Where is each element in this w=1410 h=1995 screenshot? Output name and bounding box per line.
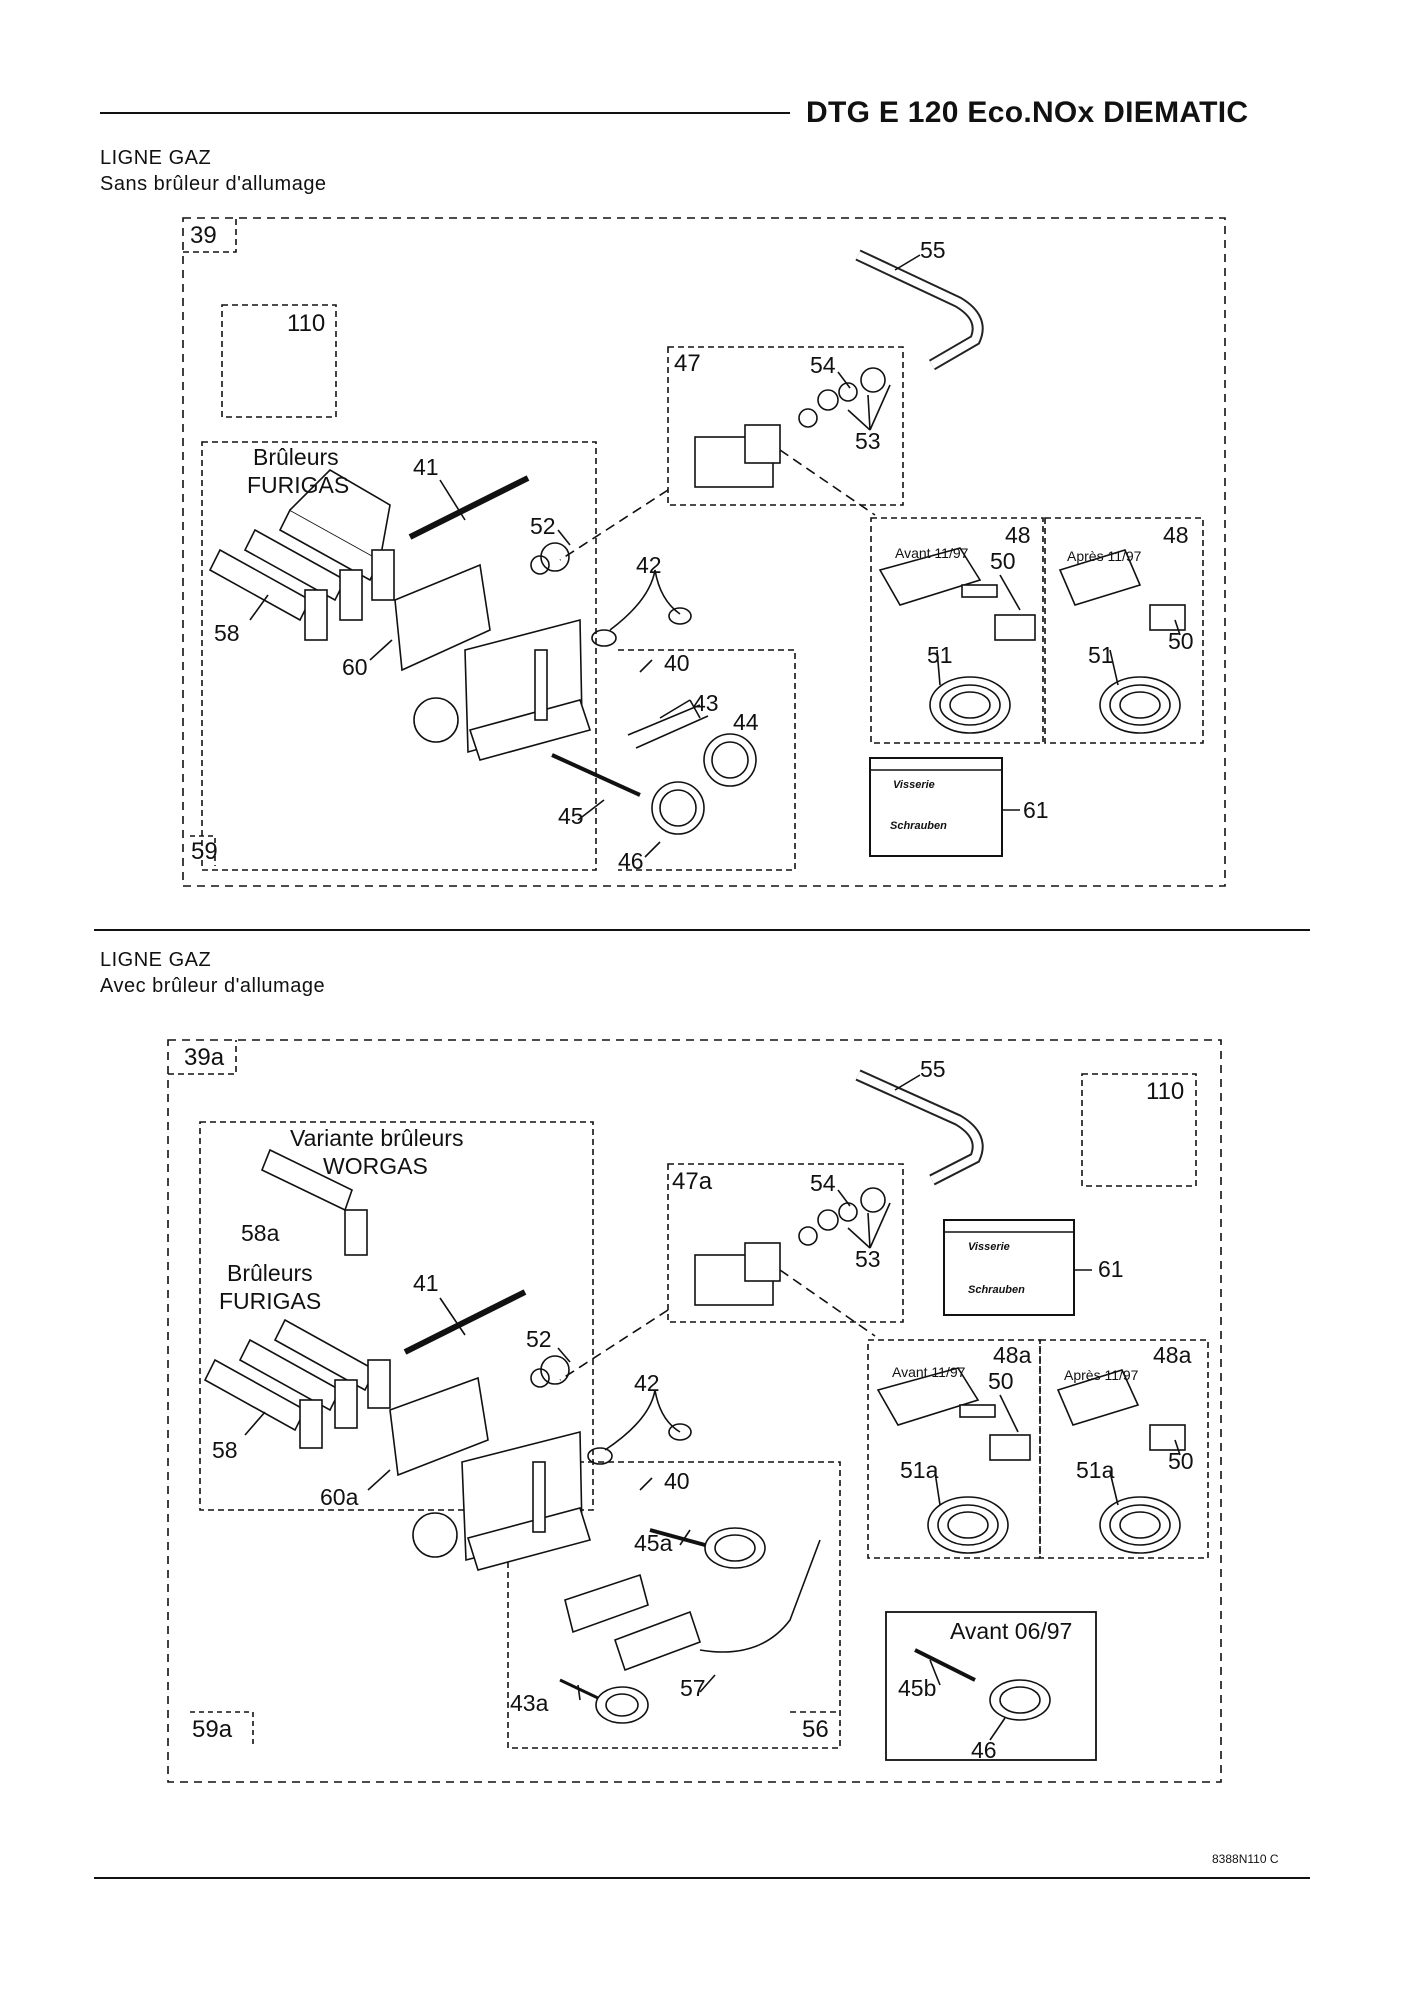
variant-text-2: WORGAS: [323, 1153, 428, 1179]
part2-58: 58: [212, 1437, 238, 1463]
apres-label-2: Après 11/97: [1064, 1367, 1139, 1383]
part-48-before: 48: [1005, 522, 1031, 548]
part-44: 44: [733, 709, 759, 735]
part-50-before: 50: [990, 548, 1016, 574]
part2-45a: 45a: [634, 1530, 673, 1556]
part2-50-after: 50: [1168, 1448, 1194, 1474]
box-56-label: 56: [802, 1716, 829, 1743]
part2-40: 40: [664, 1468, 690, 1494]
document-reference: 8388N110 C: [1212, 1852, 1279, 1866]
part2-48a-before: 48a: [993, 1342, 1032, 1368]
screws-label-2: Schrauben: [890, 820, 947, 832]
variant-text-1: Variante brûleurs: [290, 1125, 464, 1151]
section1-heading: LIGNE GAZ: [100, 147, 212, 169]
box-39a-label: 39a: [184, 1044, 225, 1071]
part-48-after: 48: [1163, 522, 1189, 548]
part-52: 52: [530, 513, 556, 539]
part2-55: 55: [920, 1056, 946, 1082]
part-54: 54: [810, 352, 836, 378]
part-55: 55: [920, 237, 946, 263]
part-43: 43: [693, 690, 719, 716]
part-60: 60: [342, 654, 368, 680]
part-53: 53: [855, 428, 881, 454]
avant-label: Avant 11/97: [895, 545, 969, 561]
section1-subheading: Sans brûleur d'allumage: [100, 173, 327, 195]
part2-45b: 45b: [898, 1675, 937, 1701]
avant-0697-label: Avant 06/97: [950, 1618, 1073, 1644]
part-46: 46: [618, 848, 644, 874]
section2-subheading: Avec brûleur d'allumage: [100, 975, 326, 997]
burners2-text-1: Brûleurs: [227, 1260, 313, 1286]
screws-label-1: Visserie: [893, 779, 935, 791]
part2-58a: 58a: [241, 1220, 280, 1246]
part-58: 58: [214, 620, 240, 646]
part2-61: 61: [1098, 1256, 1124, 1282]
part2-46: 46: [971, 1737, 997, 1763]
part2-53: 53: [855, 1246, 881, 1272]
burners-text-2: FURIGAS: [247, 472, 350, 498]
page-title: DTG E 120 Eco.NOx DIEMATIC: [806, 96, 1249, 129]
box-59-label: 59: [191, 838, 218, 865]
part2-41: 41: [413, 1270, 439, 1296]
part-50-after: 50: [1168, 628, 1194, 654]
box-47-label: 47: [674, 350, 701, 377]
part2-43a: 43a: [510, 1690, 549, 1716]
part2-51a-before: 51a: [900, 1457, 939, 1483]
screws2-label-1: Visserie: [968, 1241, 1010, 1253]
apres-label: Après 11/97: [1067, 548, 1142, 564]
box-110-label-2: 110: [1146, 1078, 1185, 1105]
box-47a-label: 47a: [672, 1168, 713, 1195]
box-110-label: 110: [287, 310, 326, 337]
part2-52: 52: [526, 1326, 552, 1352]
part-51-before: 51: [927, 642, 953, 668]
part-40: 40: [664, 650, 690, 676]
part2-60a: 60a: [320, 1484, 359, 1510]
part-42: 42: [636, 552, 662, 578]
avant-label-2: Avant 11/97: [892, 1364, 966, 1380]
part2-42: 42: [634, 1370, 660, 1396]
box-59a-label: 59a: [192, 1716, 233, 1743]
burners-text-1: Brûleurs: [253, 444, 339, 470]
part-45: 45: [558, 803, 584, 829]
part-51-after: 51: [1088, 642, 1114, 668]
screws2-label-2: Schrauben: [968, 1284, 1025, 1296]
part2-51a-after: 51a: [1076, 1457, 1115, 1483]
section2-heading: LIGNE GAZ: [100, 949, 212, 971]
part-41: 41: [413, 454, 439, 480]
part-61: 61: [1023, 797, 1049, 823]
part2-54: 54: [810, 1170, 836, 1196]
part2-50-before: 50: [988, 1368, 1014, 1394]
burners2-text-2: FURIGAS: [219, 1288, 322, 1314]
box-39-label: 39: [190, 222, 217, 249]
part2-48a-after: 48a: [1153, 1342, 1192, 1368]
part2-57: 57: [680, 1675, 706, 1701]
